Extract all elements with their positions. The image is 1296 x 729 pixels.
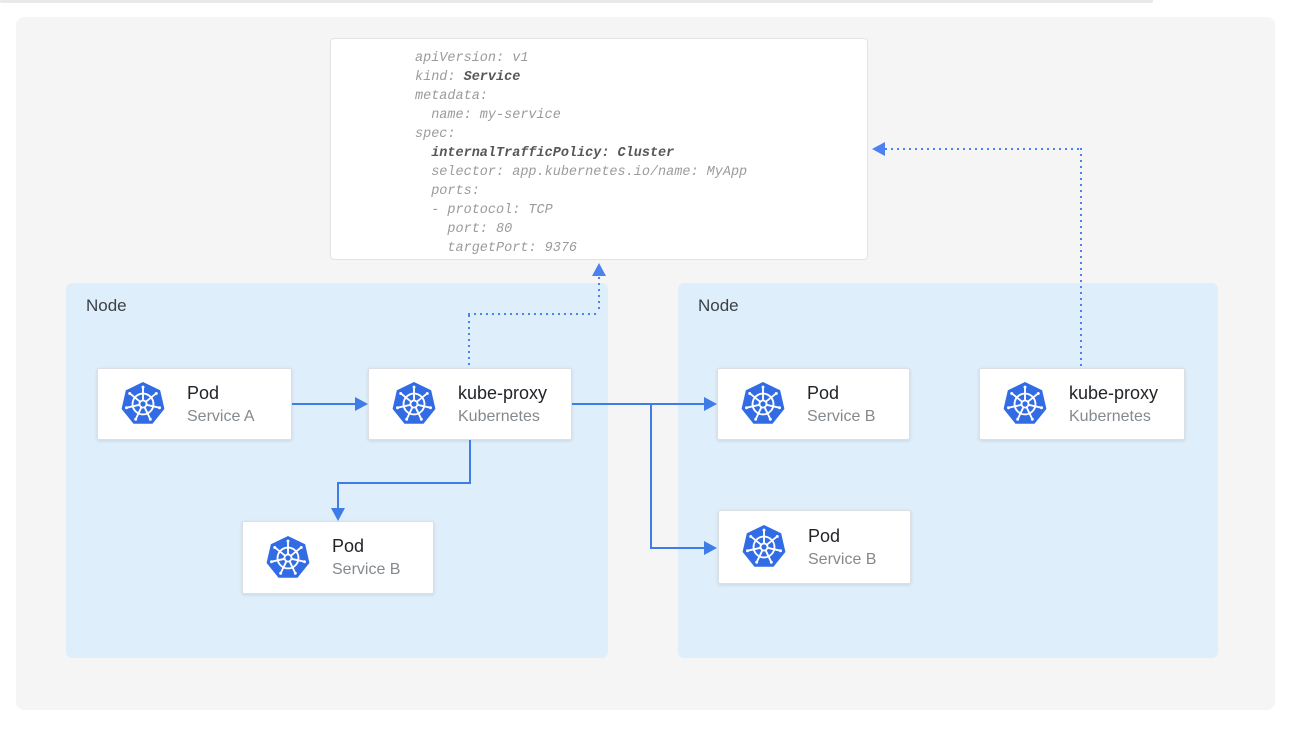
card-pod-service-a: Pod Service A	[97, 368, 292, 440]
yaml-code-line: - protocol: TCP	[415, 201, 867, 220]
card-title: Pod	[808, 525, 841, 546]
yaml-code-segment: spec:	[415, 127, 456, 142]
card-text: kube-proxy Kubernetes	[1069, 382, 1158, 427]
card-pod-service-b-right-top: Pod Service B	[717, 368, 910, 440]
yaml-code-bold-segment: Service	[463, 70, 521, 85]
card-subtitle: Service A	[187, 407, 255, 425]
kubernetes-icon	[266, 535, 310, 578]
yaml-code-segment: targetPort: 9376	[415, 241, 578, 256]
yaml-code-bold-segment: internalTrafficPolicy: Cluster	[431, 146, 675, 161]
yaml-code-line: targetPort: 9376	[415, 239, 867, 258]
node-label: Node	[86, 296, 127, 315]
yaml-code-segment: - protocol: TCP	[415, 203, 553, 218]
yaml-code-line: spec:	[415, 125, 867, 144]
arrowhead-down-icon	[331, 508, 345, 521]
arrowhead-right-icon	[355, 397, 368, 411]
yaml-code-segment: ports:	[415, 184, 480, 199]
card-title: Pod	[332, 536, 365, 556]
kubernetes-icon	[1003, 382, 1047, 424]
kubernetes-icon	[121, 382, 165, 424]
yaml-code-line: name: my-service	[415, 106, 867, 125]
yaml-code-segment	[415, 146, 431, 161]
card-text: Pod Service B	[332, 535, 400, 580]
yaml-code-segment: selector: app.kubernetes.io/name: MyApp	[415, 165, 748, 180]
card-title: kube-proxy	[1069, 382, 1159, 403]
yaml-code-segment: apiVersion: v1	[415, 51, 529, 66]
service-yaml-panel: apiVersion: v1 kind: Service metadata: nam…	[330, 38, 868, 260]
diagram-canvas: apiVersion: v1 kind: Service metadata: nam…	[16, 17, 1275, 710]
card-title: kube-proxy	[458, 382, 548, 403]
kubernetes-icon	[392, 382, 436, 424]
page-top-divider	[0, 0, 1153, 3]
card-kube-proxy-left: kube-proxy Kubernetes	[368, 368, 572, 440]
yaml-code-line: internalTrafficPolicy: Cluster	[415, 144, 867, 163]
card-title: Pod	[807, 382, 840, 403]
kubernetes-icon	[742, 525, 786, 567]
yaml-code-line: port: 80	[415, 220, 867, 239]
node-box-right: Node	[678, 283, 1218, 658]
yaml-code-line: selector: app.kubernetes.io/name: MyApp	[415, 163, 867, 182]
yaml-code-line: kind: Service	[415, 68, 867, 87]
card-text: Pod Service B	[808, 525, 876, 570]
yaml-code-line: apiVersion: v1	[415, 49, 867, 68]
arrowhead-right-icon	[704, 397, 717, 411]
card-subtitle: Kubernetes	[458, 407, 540, 425]
kubernetes-icon	[741, 382, 785, 424]
card-pod-service-b-bottom-left: Pod Service B	[242, 521, 434, 594]
card-subtitle: Kubernetes	[1069, 407, 1151, 425]
card-subtitle: Service B	[808, 550, 877, 568]
yaml-code-line: metadata:	[415, 87, 867, 106]
yaml-code-segment: port: 80	[415, 222, 513, 237]
yaml-code-segment: kind:	[415, 70, 464, 85]
arrowhead-right-icon	[704, 541, 717, 555]
card-subtitle: Service B	[807, 407, 876, 425]
yaml-code-line: ports:	[415, 182, 867, 201]
card-title: Pod	[187, 382, 220, 403]
card-pod-service-b-right-bottom: Pod Service B	[718, 510, 911, 584]
yaml-code-segment: metadata:	[415, 89, 488, 104]
card-text: Pod Service A	[187, 382, 255, 427]
arrowhead-up-icon	[592, 263, 606, 276]
yaml-code-segment: name: my-service	[415, 108, 561, 123]
card-kube-proxy-right: kube-proxy Kubernetes	[979, 368, 1185, 440]
arrowhead-left-icon	[872, 142, 885, 156]
card-text: Pod Service B	[807, 382, 875, 427]
card-text: kube-proxy Kubernetes	[458, 382, 547, 427]
card-subtitle: Service B	[332, 561, 401, 578]
node-label: Node	[698, 296, 739, 315]
node-box-left: Node	[66, 283, 608, 658]
